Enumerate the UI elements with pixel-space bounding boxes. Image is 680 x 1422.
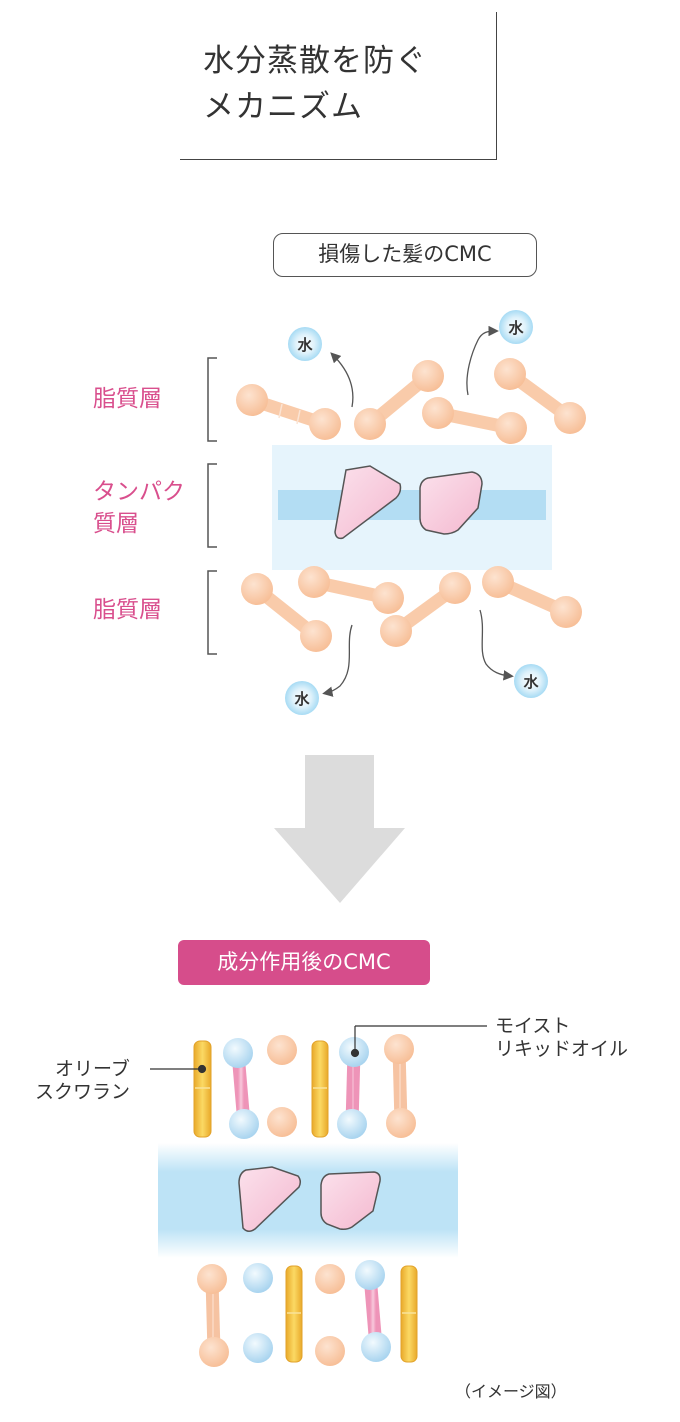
lipid-molecule bbox=[384, 1034, 416, 1138]
protein-layer-label-line-1: タンパク bbox=[93, 479, 185, 505]
squalane-callout-line-2: スクワラン bbox=[35, 1081, 131, 1103]
water-droplet: 水 bbox=[285, 681, 319, 715]
evaporation-arrow bbox=[322, 624, 353, 697]
water-droplet: 水 bbox=[499, 310, 533, 344]
squalane-callout: オリーブ スクワラン bbox=[35, 1058, 130, 1104]
treated-molecules-top bbox=[193, 1034, 416, 1139]
title-frame-vertical bbox=[496, 12, 497, 160]
treated-molecules-bottom bbox=[197, 1260, 418, 1367]
squalane-callout-line-1: オリーブ bbox=[55, 1058, 130, 1080]
moist-oil-callout-line-2: リキッドオイル bbox=[495, 1038, 629, 1060]
squalane-leader-dot bbox=[197, 1064, 207, 1074]
lipid-molecule bbox=[380, 572, 471, 647]
lipid-layer-bottom-label: 脂質層 bbox=[93, 597, 162, 623]
moist-oil-leader-dot bbox=[350, 1048, 360, 1058]
lipid-molecule bbox=[267, 1035, 297, 1137]
protein-band-after bbox=[158, 1143, 458, 1258]
moist-oil-molecule bbox=[223, 1038, 259, 1139]
lipid-layer-top-label: 脂質層 bbox=[93, 386, 162, 412]
callout-leaders bbox=[150, 1025, 487, 1074]
protein-layer-label: タンパク 質層 bbox=[93, 476, 185, 540]
squalane-molecule bbox=[400, 1265, 418, 1363]
damaged-cmc-label: 損傷した髪のCMC bbox=[273, 233, 537, 277]
lipid-molecule bbox=[354, 360, 444, 440]
lipid-molecules-bottom bbox=[241, 566, 582, 652]
lipid-molecules-top bbox=[236, 358, 586, 444]
bracket-lipid-bottom bbox=[207, 570, 217, 655]
title-line-2: メカニズム bbox=[203, 89, 363, 125]
svg-text:水: 水 bbox=[523, 673, 539, 691]
title-frame-horizontal bbox=[180, 159, 497, 160]
moist-oil-callout: モイスト リキッドオイル bbox=[495, 1015, 628, 1061]
squalane-molecule bbox=[285, 1265, 303, 1363]
protein-layer-label-line-2: 質層 bbox=[93, 511, 139, 537]
water-droplet: 水 bbox=[288, 327, 322, 361]
squalane-molecule bbox=[193, 1040, 212, 1138]
lipid-molecule bbox=[315, 1264, 345, 1366]
page-title: 水分蒸散を防ぐ メカニズム bbox=[203, 38, 427, 130]
protein-shape-after-1 bbox=[238, 1166, 302, 1232]
evaporation-arrow bbox=[466, 325, 499, 396]
layer-brackets bbox=[207, 357, 217, 655]
water-droplets: 水 水 水 水 bbox=[285, 310, 548, 715]
lipid-molecule bbox=[482, 566, 582, 628]
svg-text:水: 水 bbox=[508, 319, 524, 337]
lipid-molecule bbox=[241, 573, 332, 652]
image-note: （イメージ図） bbox=[455, 1382, 567, 1401]
lipid-molecule bbox=[422, 397, 527, 444]
squalane-molecule bbox=[311, 1040, 329, 1138]
water-droplet: 水 bbox=[514, 664, 548, 698]
svg-text:水: 水 bbox=[297, 336, 313, 354]
moist-oil-molecule bbox=[355, 1260, 391, 1362]
lipid-molecule bbox=[494, 358, 586, 434]
protein-stripe-before bbox=[278, 490, 546, 520]
evaporation-arrow bbox=[330, 352, 354, 408]
moist-oil-molecule bbox=[243, 1263, 273, 1363]
bracket-protein bbox=[207, 463, 217, 548]
svg-text:水: 水 bbox=[294, 690, 310, 708]
title-line-1: 水分蒸散を防ぐ bbox=[203, 43, 427, 79]
evaporation-arrow bbox=[479, 609, 514, 681]
lipid-molecule bbox=[298, 566, 404, 614]
treated-cmc-label: 成分作用後のCMC bbox=[178, 940, 430, 985]
protein-shape-after-2 bbox=[320, 1171, 381, 1230]
lipid-molecule bbox=[197, 1264, 229, 1367]
bracket-lipid-top bbox=[207, 357, 217, 442]
protein-shape-before-1 bbox=[334, 465, 402, 540]
lipid-molecule bbox=[236, 384, 341, 440]
evaporation-arrows bbox=[322, 325, 514, 697]
moist-oil-callout-line-1: モイスト bbox=[495, 1015, 571, 1037]
protein-shape-before-2 bbox=[419, 471, 483, 535]
transition-arrow bbox=[274, 755, 405, 903]
